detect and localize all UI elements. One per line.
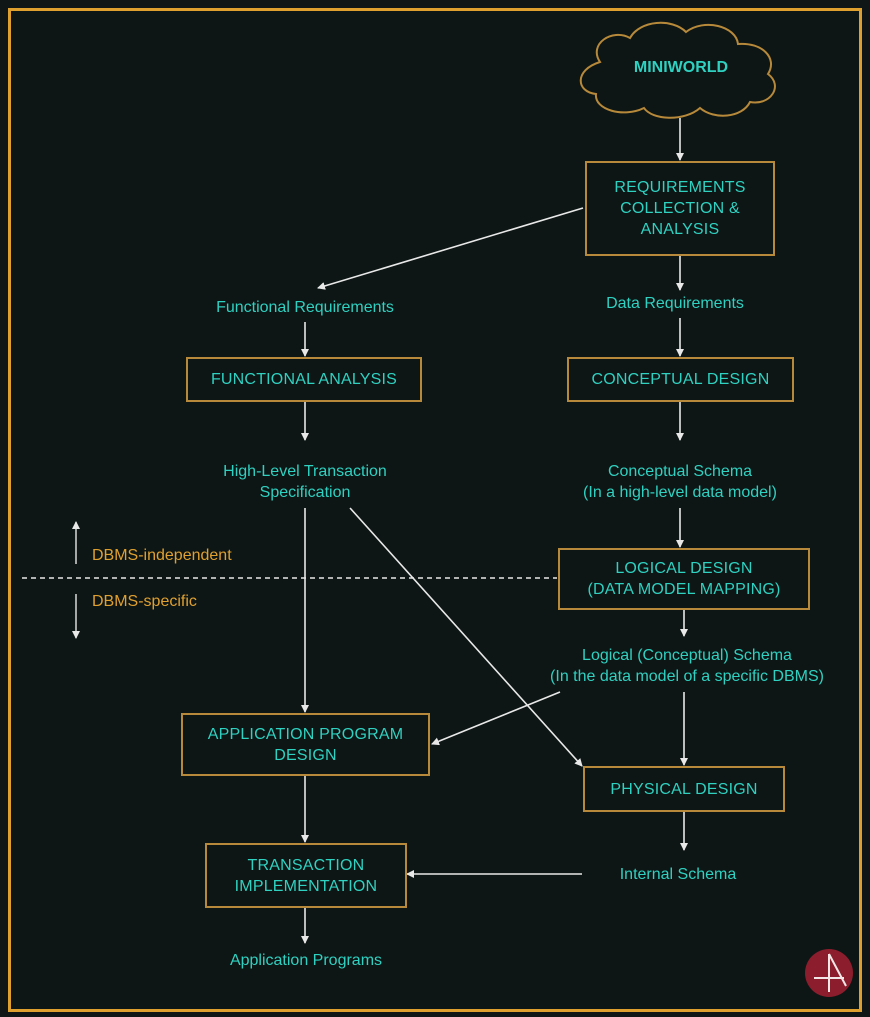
high-level-transaction-spec-label: High-Level Transaction Specification [223, 463, 387, 501]
arrow-logical-schema-to-app-design [431, 691, 561, 746]
functional-analysis-box: FUNCTIONAL ANALYSIS [186, 357, 422, 402]
arrow-requirements-to-functional-req [317, 207, 584, 290]
logo-icon [805, 949, 853, 997]
functional-requirements-label: Functional Requirements [216, 299, 394, 316]
miniworld-cloud [579, 21, 776, 119]
requirements-collection-box: REQUIREMENTS COLLECTION & ANALYSIS [585, 161, 775, 256]
arrow-spec-to-physical [349, 507, 583, 767]
logical-design-box: LOGICAL DESIGN (DATA MODEL MAPPING) [558, 548, 810, 610]
physical-design-box: PHYSICAL DESIGN [583, 766, 785, 812]
miniworld-label: MINIWORLD [633, 59, 729, 76]
data-requirements-label: Data Requirements [606, 295, 744, 312]
internal-schema-label: Internal Schema [619, 866, 737, 883]
dbms-specific-label: DBMS-specific [92, 593, 197, 610]
application-program-design-box: APPLICATION PROGRAM DESIGN [181, 713, 430, 776]
application-programs-label: Application Programs [229, 952, 383, 969]
conceptual-schema-label: Conceptual Schema (In a high-level data … [583, 463, 777, 501]
transaction-implementation-box: TRANSACTION IMPLEMENTATION [205, 843, 407, 908]
logical-schema-label: Logical (Conceptual) Schema (In the data… [550, 647, 824, 685]
conceptual-design-box: CONCEPTUAL DESIGN [567, 357, 794, 402]
dbms-independent-label: DBMS-independent [92, 547, 232, 564]
